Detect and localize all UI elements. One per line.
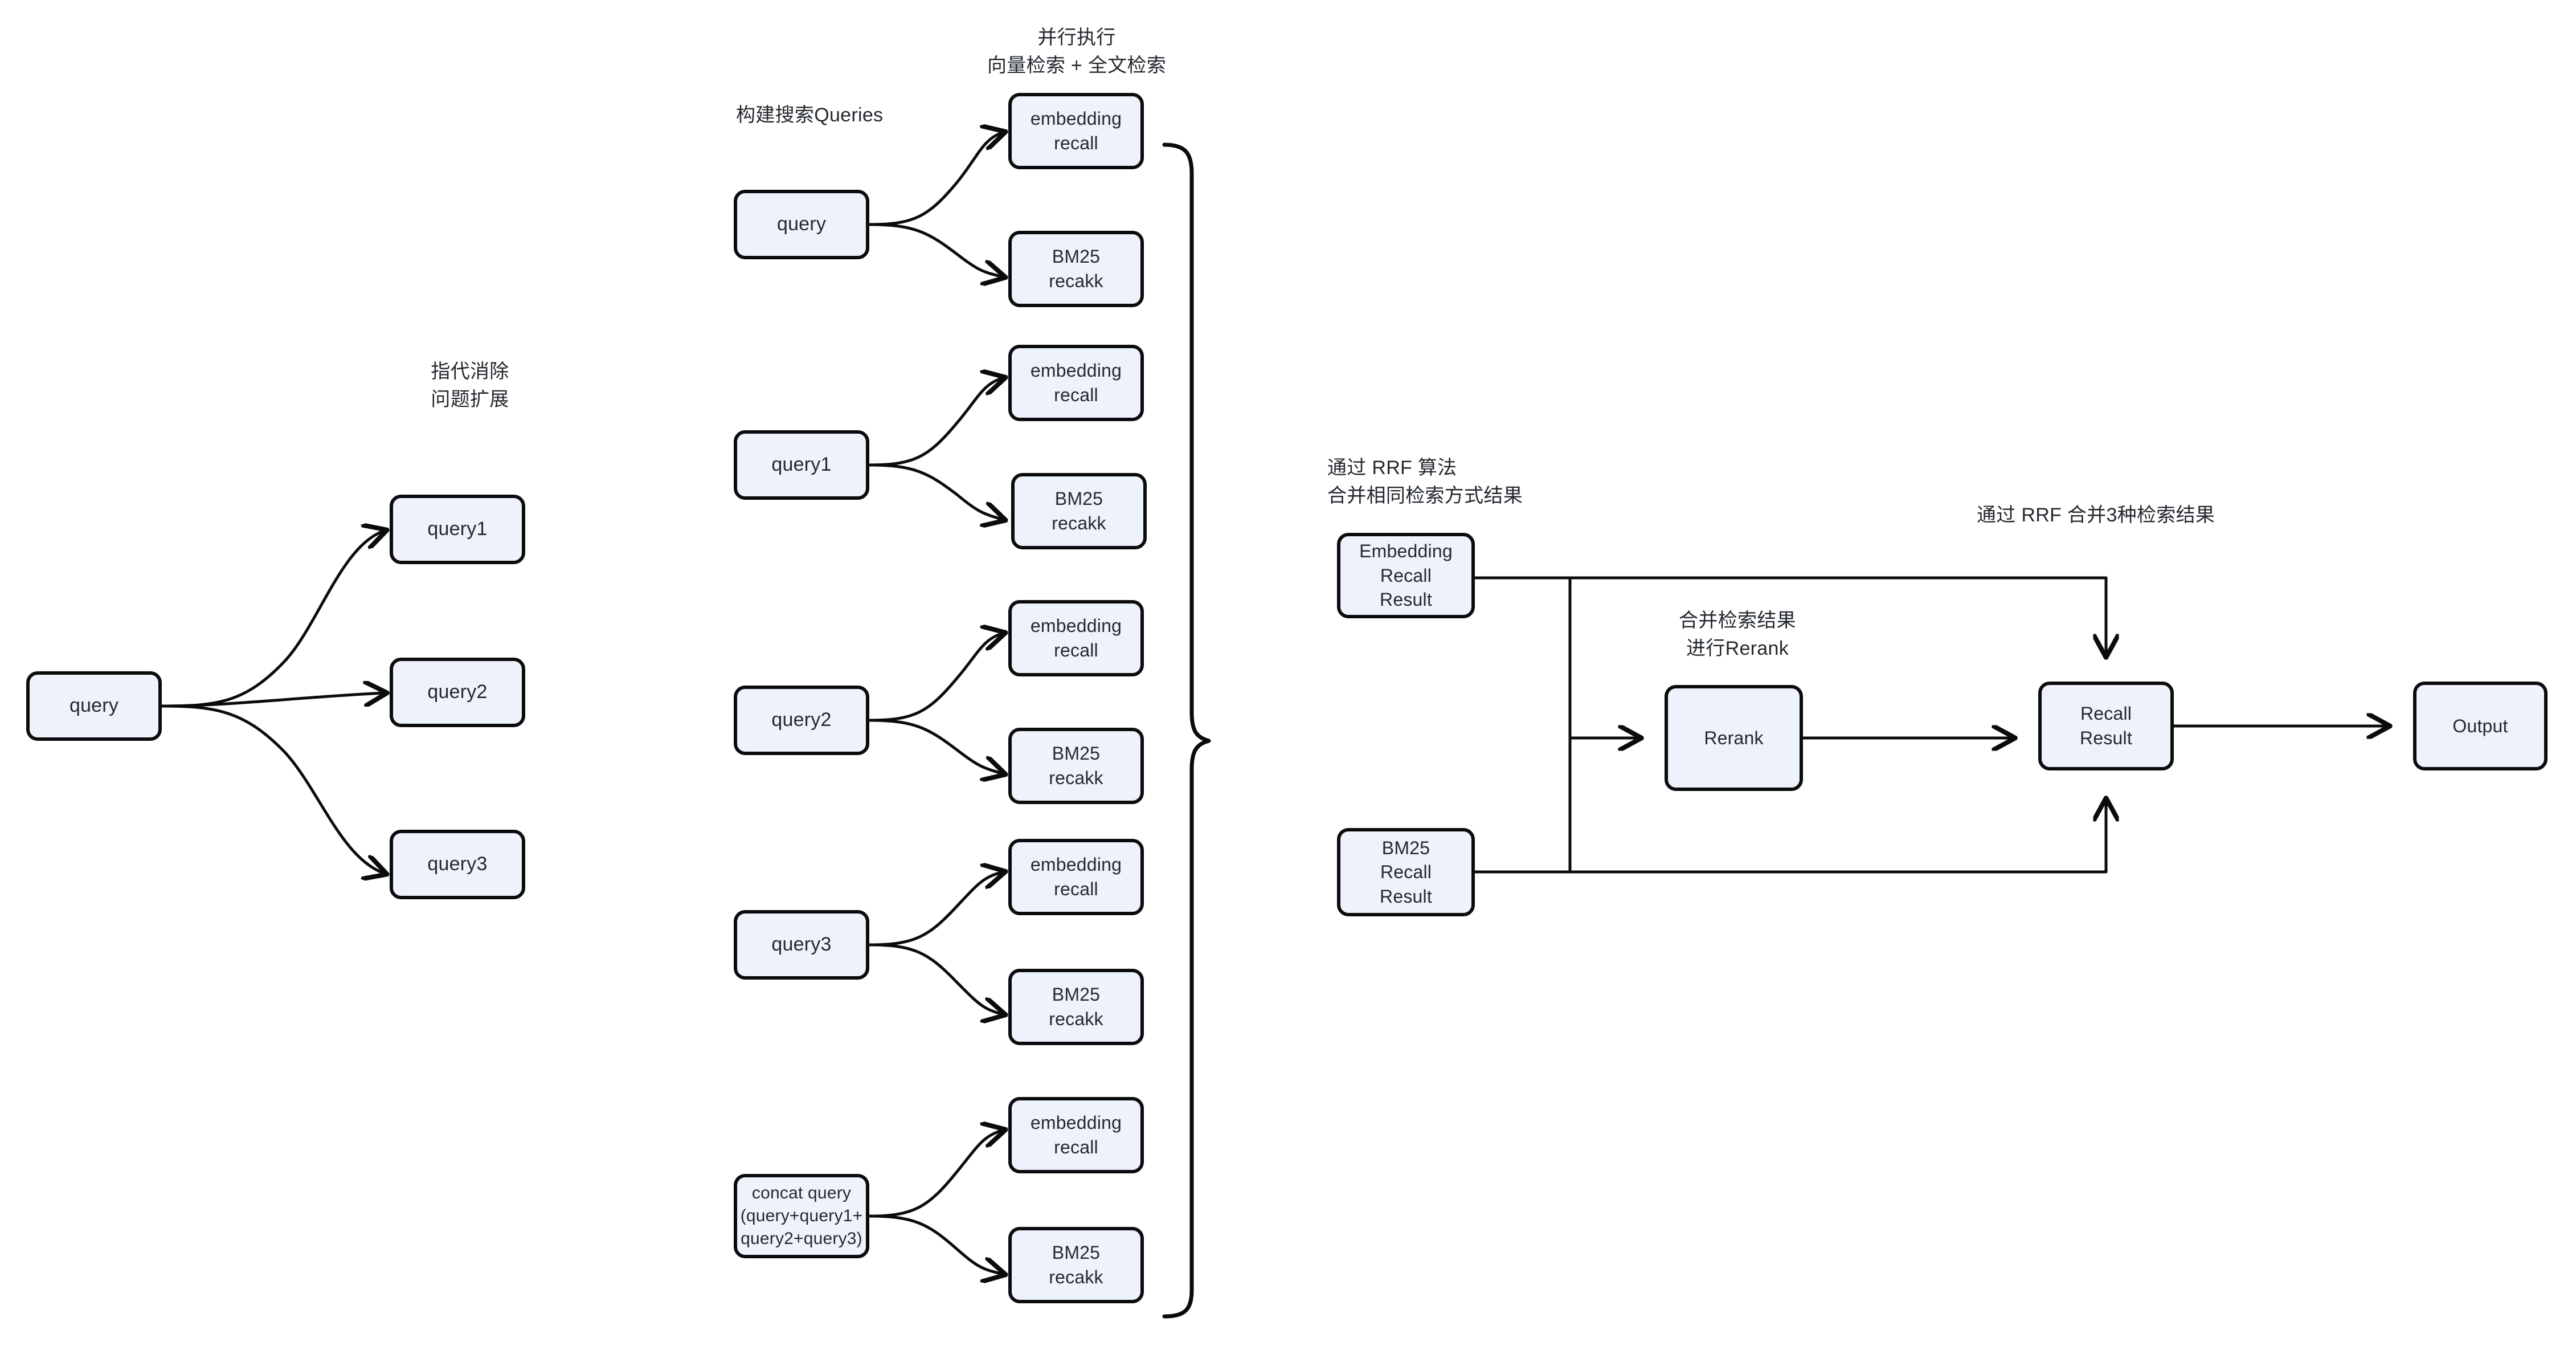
node-rerank[interactable]: Rerank <box>1665 685 1803 791</box>
note-rrf-same-method: 通过 RRF 算法 合并相同检索方式结果 <box>1327 457 1523 507</box>
node-bm25-recall-4[interactable]: BM25 recakk <box>1008 969 1144 1045</box>
node-bm25-recall-result[interactable]: BM25 Recall Result <box>1337 828 1475 916</box>
node-recall-result[interactable]: Recall Result <box>2038 682 2174 770</box>
node-query-root[interactable]: query <box>26 671 162 741</box>
note-build-queries: 构建搜索Queries <box>736 104 884 126</box>
node-embedding-recall-3[interactable]: embedding recall <box>1008 600 1144 676</box>
node-query2-left[interactable]: query2 <box>390 658 525 727</box>
node-mid-query2[interactable]: query2 <box>734 686 869 755</box>
node-embedding-recall-result[interactable]: Embedding Recall Result <box>1337 533 1475 618</box>
note-rrf-three: 通过 RRF 合并3种检索结果 <box>1977 504 2215 526</box>
node-bm25-recall-2[interactable]: BM25 recakk <box>1011 473 1147 549</box>
node-mid-query1[interactable]: query1 <box>734 430 869 500</box>
node-embedding-recall-4[interactable]: embedding recall <box>1008 839 1144 915</box>
node-mid-query3[interactable]: query3 <box>734 910 869 980</box>
node-query3-left[interactable]: query3 <box>390 830 525 899</box>
node-mid-concat-query[interactable]: concat query (query+query1+ query2+query… <box>734 1174 869 1258</box>
node-embedding-recall-1[interactable]: embedding recall <box>1008 93 1144 169</box>
node-embedding-recall-5[interactable]: embedding recall <box>1008 1097 1144 1173</box>
node-output[interactable]: Output <box>2413 682 2548 770</box>
node-query1-left[interactable]: query1 <box>390 495 525 564</box>
node-bm25-recall-5[interactable]: BM25 recakk <box>1008 1227 1144 1303</box>
node-mid-query[interactable]: query <box>734 190 869 259</box>
note-parallel-exec: 并行执行 向量检索 + 全文检索 <box>987 27 1167 77</box>
note-coref-expand: 指代消除 问题扩展 <box>431 361 509 411</box>
node-bm25-recall-3[interactable]: BM25 recakk <box>1008 728 1144 804</box>
node-embedding-recall-2[interactable]: embedding recall <box>1008 345 1144 421</box>
note-merge-rerank: 合并检索结果 进行Rerank <box>1679 610 1796 660</box>
node-bm25-recall-1[interactable]: BM25 recakk <box>1008 231 1144 307</box>
